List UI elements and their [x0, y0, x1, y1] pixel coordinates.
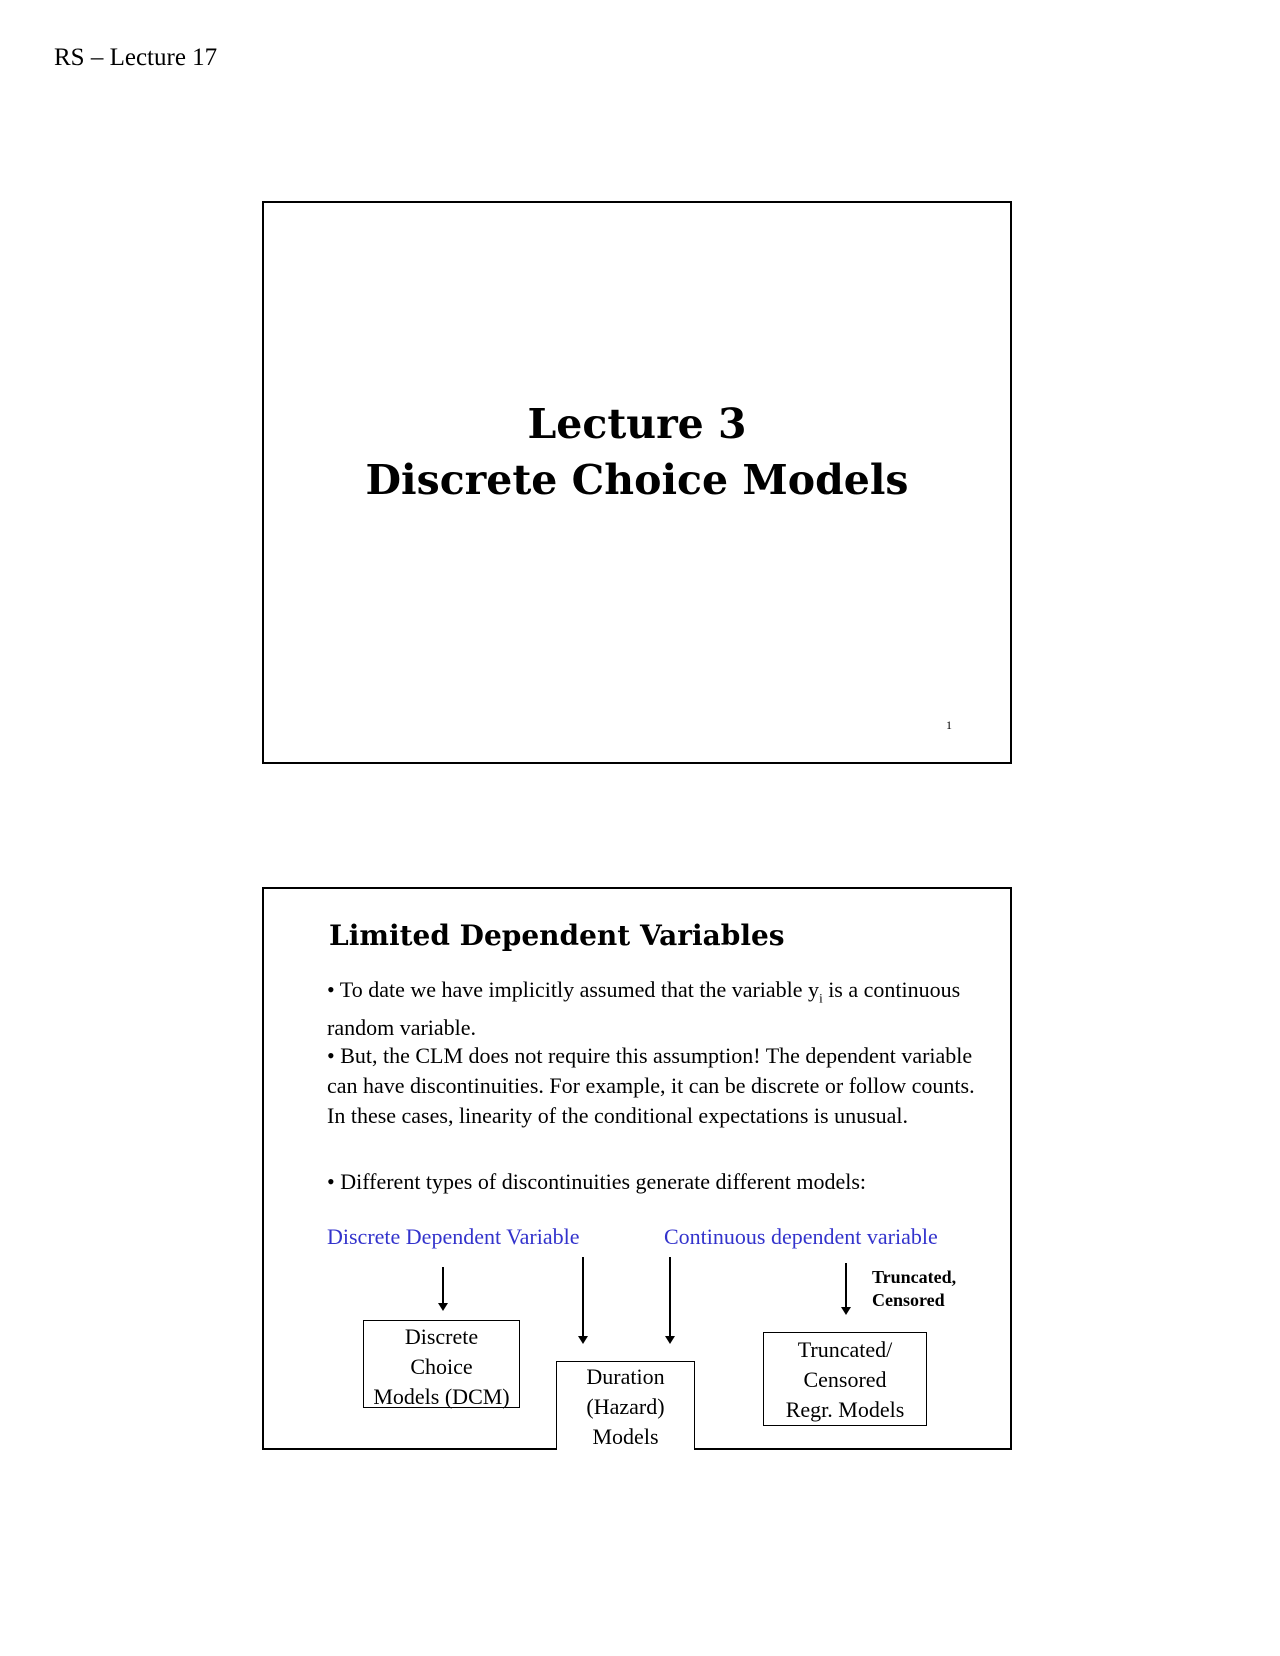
- box-line: (Hazard): [586, 1394, 665, 1419]
- arrow-to-dcm: [438, 1267, 448, 1311]
- truncated-censored-note: Truncated, Censored: [872, 1266, 956, 1312]
- box-line: Models: [592, 1424, 659, 1449]
- box-line: Truncated/: [797, 1337, 893, 1362]
- box-line: Choice: [410, 1354, 473, 1379]
- box-line: Discrete: [404, 1324, 479, 1349]
- note-line-2: Censored: [872, 1290, 945, 1310]
- discrete-dependent-label: Discrete Dependent Variable: [327, 1224, 580, 1249]
- arrow-to-duration-right: [665, 1257, 675, 1344]
- dcm-box: Discrete Choice Models (DCM): [363, 1320, 520, 1409]
- bullet-2: • But, the CLM does not require this ass…: [327, 1043, 975, 1128]
- truncated-box: Truncated/ Censored Regr. Models: [763, 1332, 927, 1426]
- note-line-1: Truncated,: [872, 1267, 957, 1287]
- slide-2: Limited Dependent Variables • To date we…: [262, 887, 1012, 1450]
- title-line-1: Lecture 3: [527, 400, 747, 448]
- box-line: Regr. Models: [785, 1397, 905, 1422]
- bullet-3: • Different types of discontinuities gen…: [327, 1169, 867, 1194]
- arrow-to-truncated: [841, 1263, 851, 1315]
- duration-box: Duration (Hazard) Models: [556, 1361, 695, 1450]
- continuous-dependent-label: Continuous dependent variable: [664, 1224, 938, 1249]
- slide-title: Limited Dependent Variables: [329, 919, 785, 952]
- box-line: Models (DCM): [373, 1384, 510, 1409]
- box-line: Duration: [586, 1364, 665, 1389]
- bullet-1: • To date we have implicitly assumed tha…: [327, 977, 961, 1041]
- slide-1: Lecture 3 Discrete Choice Models 1: [262, 201, 1012, 764]
- slide-page-number: 1: [946, 718, 952, 732]
- slide-title: Lecture 3 Discrete Choice Models: [264, 396, 1010, 508]
- title-line-2: Discrete Choice Models: [365, 456, 909, 504]
- arrow-to-duration-left: [578, 1257, 588, 1344]
- box-line: Censored: [803, 1367, 887, 1392]
- page-header: RS – Lecture 17: [54, 44, 218, 71]
